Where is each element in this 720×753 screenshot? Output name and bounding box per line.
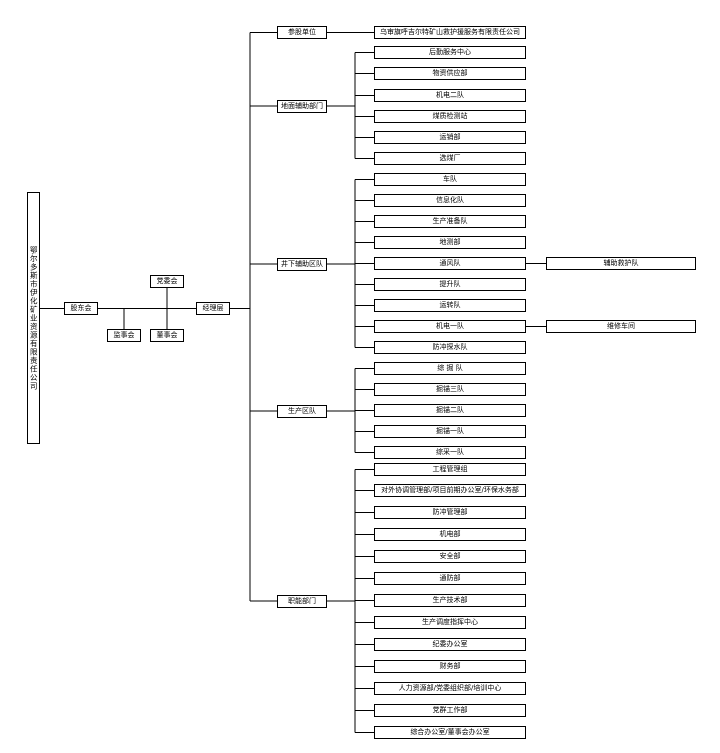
unit-box: 信息化队 [374,194,526,207]
unit-box: 生产技术部 [374,594,526,607]
sub-unit-box: 维修车间 [546,320,696,333]
unit-box: 纪委办公室 [374,638,526,651]
unit-box: 通风队 [374,257,526,270]
unit-box: 防冲探水队 [374,341,526,354]
unit-box: 掘锚三队 [374,383,526,396]
unit-box: 选煤厂 [374,152,526,165]
unit-box: 地测部 [374,236,526,249]
unit-box: 掘锚一队 [374,425,526,438]
unit-box: 对外协调管理部/项目前期办公室/环保水务部 [374,484,526,497]
board-box: 董事会 [150,329,184,342]
unit-box: 运销部 [374,131,526,144]
category-box: 职能部门 [277,594,327,608]
unit-box: 运转队 [374,299,526,312]
unit-box: 人力资源部/党委组织部/培训中心 [374,682,526,695]
unit-box: 财务部 [374,660,526,673]
unit-box: 提升队 [374,278,526,291]
unit-box: 机电部 [374,528,526,541]
party-committee-box: 党委会 [150,275,184,288]
category-box: 生产区队 [277,404,327,418]
unit-box: 安全部 [374,550,526,563]
unit-box: 综采一队 [374,446,526,459]
unit-box: 机电一队 [374,320,526,333]
sub-unit-box: 辅助救护队 [546,257,696,270]
shareholders-box: 股东会 [64,302,98,315]
category-box: 地面辅助部门 [277,99,327,113]
unit-box: 通防部 [374,572,526,585]
unit-box: 防冲管理部 [374,506,526,519]
unit-box: 车队 [374,173,526,186]
unit-box: 党群工作部 [374,704,526,717]
unit-box: 物资供应部 [374,67,526,80]
unit-box: 生产调度指挥中心 [374,616,526,629]
unit-box: 综合办公室/董事会办公室 [374,726,526,739]
supervisors-box: 监事会 [107,329,141,342]
unit-box: 煤质检测站 [374,110,526,123]
unit-box: 综 掘 队 [374,362,526,375]
category-box: 井下辅助区队 [277,257,327,271]
unit-box: 生产准备队 [374,215,526,228]
management-box: 经理层 [196,302,230,315]
unit-box: 掘锚二队 [374,404,526,417]
unit-box: 后勤服务中心 [374,46,526,59]
company-box: 鄂尔多斯市伊化矿业资源有限责任公司 [27,192,40,444]
unit-box: 机电二队 [374,89,526,102]
unit-box: 乌审旗呼吉尔特矿山救护援服务有限责任公司 [374,26,526,39]
category-box: 参股单位 [277,26,327,39]
unit-box: 工程管理组 [374,463,526,476]
